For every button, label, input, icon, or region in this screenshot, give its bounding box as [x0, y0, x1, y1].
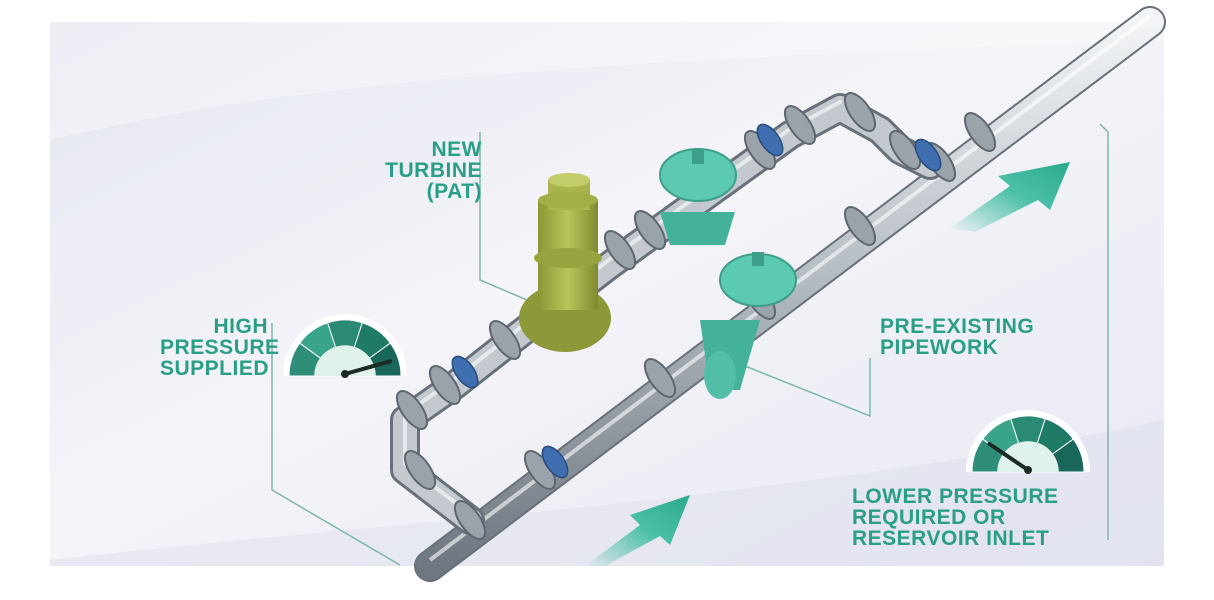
- leader-line-pre-existing: [744, 358, 871, 418]
- new-turbine-label-line: NEW: [431, 138, 482, 161]
- leader-line-lower-pressure: [1099, 123, 1109, 540]
- lower-pressure-label-line: REQUIRED OR: [852, 506, 1006, 529]
- new-turbine-label-line: TURBINE: [385, 159, 482, 182]
- pre-existing-label-line: PIPEWORK: [880, 336, 999, 359]
- pre-existing-label-line: PRE-EXISTING: [880, 315, 1035, 338]
- green-valves: [659, 148, 797, 399]
- lower-pressure-label-line: LOWER PRESSURE: [852, 485, 1059, 508]
- pipe-flanges: [395, 92, 997, 540]
- gauge-needle: [343, 359, 393, 376]
- lower-pressure-label: LOWER PRESSURE REQUIRED OR RESERVOIR INL…: [852, 486, 1112, 549]
- lower-pressure-label-line: RESERVOIR INLET: [852, 527, 1050, 550]
- high-pressure-label-line: SUPPLIED: [160, 357, 270, 380]
- background-panel: [50, 22, 1164, 566]
- high-pressure-gauge: [283, 314, 407, 378]
- leader-line-high-pressure: [271, 323, 401, 566]
- high-pressure-label-line: PRESSURE: [160, 336, 280, 359]
- gauge-hub: [341, 370, 349, 378]
- flow-arrow-lower: [585, 495, 690, 566]
- leader-lines: [271, 123, 1109, 566]
- gauge-hub: [1024, 466, 1032, 474]
- high-pressure-label-line: HIGH: [213, 315, 268, 338]
- flow-arrows: [585, 162, 1070, 566]
- new-turbine-label: NEW TURBINE (PAT): [372, 139, 482, 202]
- pre-existing-label: PRE-EXISTING PIPEWORK: [880, 316, 1100, 358]
- flow-arrow-upper: [950, 162, 1070, 232]
- high-pressure-label: HIGH PRESSURE SUPPLIED: [160, 315, 280, 380]
- green-valve-lower: [700, 252, 797, 399]
- turbine-pat: [519, 173, 611, 352]
- leader-line-turbine: [479, 132, 528, 301]
- new-turbine-label-line: (PAT): [426, 180, 482, 203]
- lower-pressure-gauge: [966, 410, 1090, 474]
- isolation-valves: [451, 123, 942, 479]
- gauge-dial: [997, 441, 1059, 472]
- green-valve-upper: [659, 148, 737, 245]
- gauge-needle: [987, 442, 1030, 472]
